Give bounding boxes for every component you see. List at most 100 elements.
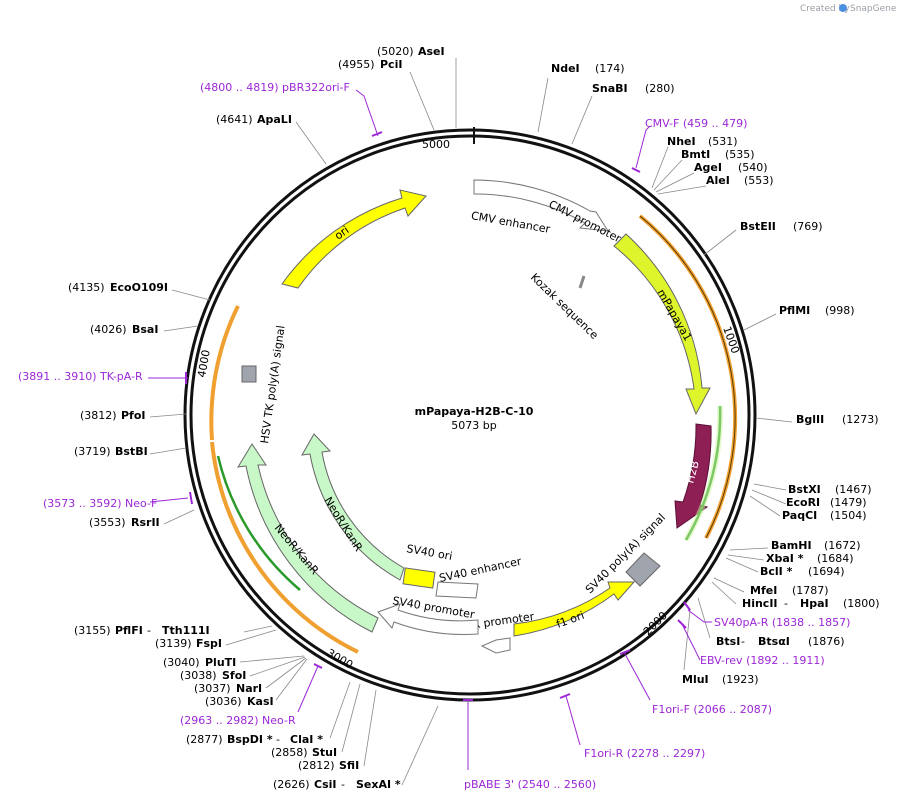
- enzyme-bspdi-pos: (2877): [186, 733, 223, 746]
- enzyme-bspdi[interactable]: BspDI *: [227, 733, 273, 746]
- enzyme-group-right: [537, 77, 793, 671]
- primer-tk-pa-r[interactable]: (3891 .. 3910) TK-pA-R: [18, 370, 143, 383]
- enzyme-group-left: [149, 58, 457, 786]
- orange-arc-left-2: [209, 305, 240, 441]
- enzyme-bcli-pos: (1694): [808, 565, 845, 578]
- feature-neor-outer-arrow[interactable]: [237, 443, 379, 633]
- primer-ebv-rev[interactable]: EBV-rev (1892 .. 1911): [700, 654, 825, 667]
- enzyme-pcii[interactable]: PciI: [380, 58, 402, 71]
- enzyme-pluti[interactable]: PluTI: [205, 656, 236, 669]
- orange-arc-left: [210, 441, 359, 654]
- enzyme-hpai[interactable]: HpaI: [800, 597, 829, 610]
- enzyme-bmti[interactable]: BmtI: [681, 148, 710, 161]
- enzyme-sfoi[interactable]: SfoI: [222, 669, 246, 682]
- enzyme-bamhi[interactable]: BamHI: [771, 539, 812, 552]
- primer-cmv-f[interactable]: CMV-F (459 .. 479): [645, 117, 747, 130]
- enzyme-pcii-pos: (4955): [338, 58, 375, 71]
- feature-sv40-ori-label: SV40 ori: [405, 542, 453, 563]
- primer-neo-f[interactable]: (3573 .. 3592) Neo-F: [43, 497, 157, 510]
- enzyme-nari-pos: (3037): [194, 682, 231, 695]
- enzyme-snabi[interactable]: SnaBI: [592, 82, 628, 95]
- enzyme-ecoo109i[interactable]: EcoO109I: [110, 281, 168, 294]
- enzyme-sexai[interactable]: SexAI *: [356, 778, 401, 791]
- enzyme-labels-left: (5020) AseI (4955) PciI (4641) ApaLI (41…: [68, 45, 445, 791]
- primer-neo-r[interactable]: (2963 .. 2982) Neo-R: [180, 714, 296, 727]
- enzyme-bsai[interactable]: BsaI: [132, 323, 158, 336]
- feature-cmv-enhancer-arrow[interactable]: [473, 179, 609, 232]
- enzyme-pflmi[interactable]: PflMI: [779, 304, 810, 317]
- tick-4000: 4000: [195, 349, 213, 379]
- enzyme-sfoi-pos: (3038): [180, 669, 217, 682]
- feature-h2b-arrow[interactable]: [674, 423, 712, 529]
- enzyme-btsoi[interactable]: BtsαI: [758, 635, 790, 648]
- feature-f1-ori-arrow[interactable]: [513, 581, 636, 637]
- enzyme-bamhi-pos: (1672): [824, 539, 861, 552]
- enzyme-alei[interactable]: AleI: [706, 174, 730, 187]
- enzyme-xbai-pos: (1684): [817, 552, 854, 565]
- primer-f1ori-f[interactable]: F1ori-F (2066 .. 2087): [652, 703, 772, 716]
- enzyme-alei-pos: (553): [744, 174, 774, 187]
- enzyme-paqci[interactable]: PaqCI: [782, 509, 817, 522]
- enzyme-bglii-pos: (1273): [842, 413, 879, 426]
- enzyme-hpai-pos: (1800): [843, 597, 880, 610]
- feature-sv40-polya-block[interactable]: [625, 552, 661, 587]
- enzyme-bsteii[interactable]: BstEII: [740, 220, 776, 233]
- enzyme-bcli[interactable]: BclI *: [760, 565, 793, 578]
- enzyme-asei[interactable]: AseI: [418, 45, 445, 58]
- enzyme-nari[interactable]: NarI: [236, 682, 262, 695]
- enzyme-tth111i[interactable]: Tth111I: [162, 624, 210, 637]
- enzyme-csii-pos: (2626): [273, 778, 310, 791]
- enzyme-pfoi[interactable]: PfoI: [121, 409, 146, 422]
- enzyme-bglii[interactable]: BglII: [796, 413, 824, 426]
- enzyme-kasi[interactable]: KasI: [247, 695, 274, 708]
- enzyme-csii[interactable]: CsiI: [314, 778, 336, 791]
- tick-5000: 5000: [422, 138, 450, 151]
- snapgene-logo-icon: [839, 4, 847, 12]
- enzyme-btsi[interactable]: BtsI: [716, 635, 740, 648]
- enzyme-apali[interactable]: ApaLI: [257, 113, 292, 126]
- primer-pbabe-3[interactable]: pBABE 3' (2540 .. 2560): [464, 778, 596, 791]
- enzyme-bstbi[interactable]: BstBI: [115, 445, 148, 458]
- enzyme-mlui[interactable]: MluI: [682, 673, 709, 686]
- enzyme-bstbi-pos: (3719): [74, 445, 111, 458]
- feature-sv40-promoter-arrow[interactable]: [377, 603, 479, 635]
- enzyme-fspi[interactable]: FspI: [196, 637, 222, 650]
- orange-arc-right-inner: [639, 215, 736, 539]
- feature-ampr-promoter-arrow[interactable]: [480, 637, 511, 654]
- enzyme-snabi-pos: (280): [645, 82, 675, 95]
- enzyme-stui-pos: (2858): [271, 746, 308, 759]
- enzyme-labels-right: NdeI (174) SnaBI (280) NheI (531) BmtI (…: [551, 62, 880, 686]
- enzyme-stui[interactable]: StuI: [312, 746, 337, 759]
- enzyme-rsrii[interactable]: RsrII: [131, 516, 160, 529]
- enzyme-hincii[interactable]: HincII: [742, 597, 778, 610]
- primer-f1ori-r[interactable]: F1ori-R (2278 .. 2297): [584, 747, 705, 760]
- feature-neor-inner-arrow[interactable]: [301, 433, 405, 581]
- enzyme-nhei[interactable]: NheI: [667, 135, 696, 148]
- enzyme-clai[interactable]: ClaI *: [290, 733, 323, 746]
- feature-ori-arrow[interactable]: [281, 189, 427, 289]
- enzyme-bstxi[interactable]: BstXI: [788, 483, 821, 496]
- primer-pbr322ori-f[interactable]: (4800 .. 4819) pBR322ori-F: [200, 81, 350, 94]
- feature-kozak-label: Kozak sequence: [528, 271, 601, 342]
- feature-sv40-ori-block[interactable]: [402, 567, 436, 589]
- enzyme-ecori[interactable]: EcoRI: [786, 496, 820, 509]
- enzyme-mlui-pos: (1923): [722, 673, 759, 686]
- feature-mpapaya-arrow[interactable]: [613, 233, 711, 416]
- enzyme-ndei[interactable]: NdeI: [551, 62, 580, 75]
- enzyme-bsteii-pos: (769): [793, 220, 823, 233]
- primer-sv40pa-r[interactable]: SV40pA-R (1838 .. 1857): [714, 616, 850, 629]
- feature-hsv-polya-block[interactable]: [241, 365, 257, 383]
- enzyme-sfii[interactable]: SfiI: [339, 759, 359, 772]
- backbone-inner: [189, 134, 751, 696]
- enzyme-mfei[interactable]: MfeI: [750, 584, 777, 597]
- enzyme-sfii-pos: (2812): [298, 759, 335, 772]
- enzyme-pfoi-pos: (3812): [80, 409, 117, 422]
- enzyme-agei[interactable]: AgeI: [694, 161, 722, 174]
- enzyme-xbai[interactable]: XbaI *: [766, 552, 804, 565]
- plasmid-size: 5073 bp: [451, 419, 496, 432]
- feature-sv40-enhancer-block[interactable]: [435, 581, 479, 599]
- enzyme-pflfi-sep: -: [147, 624, 151, 637]
- enzyme-pflfi[interactable]: PflFI: [115, 624, 143, 637]
- enzyme-rsrii-pos: (3553): [89, 516, 126, 529]
